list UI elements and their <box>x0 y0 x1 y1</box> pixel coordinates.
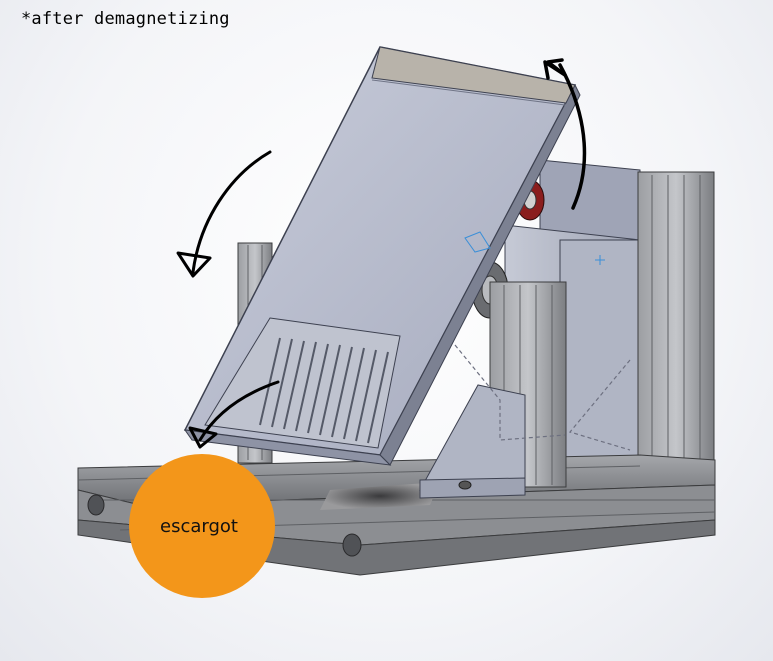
rotation-arrow-top-right <box>543 58 587 210</box>
escargot-label: escargot <box>129 454 275 598</box>
rotation-arrow-bottom <box>188 380 280 449</box>
annotation-text: *after demagnetizing <box>21 9 230 29</box>
rotation-arrow-left <box>176 150 272 278</box>
motor-housing <box>559 239 641 471</box>
upright-extrusion-right <box>637 171 715 463</box>
plate-endcap <box>371 46 576 104</box>
slotted-grate <box>204 317 401 449</box>
sketch-marker-icon <box>464 231 491 253</box>
escargot-label-text: escargot <box>160 515 238 537</box>
hinge-bracket <box>419 344 631 499</box>
